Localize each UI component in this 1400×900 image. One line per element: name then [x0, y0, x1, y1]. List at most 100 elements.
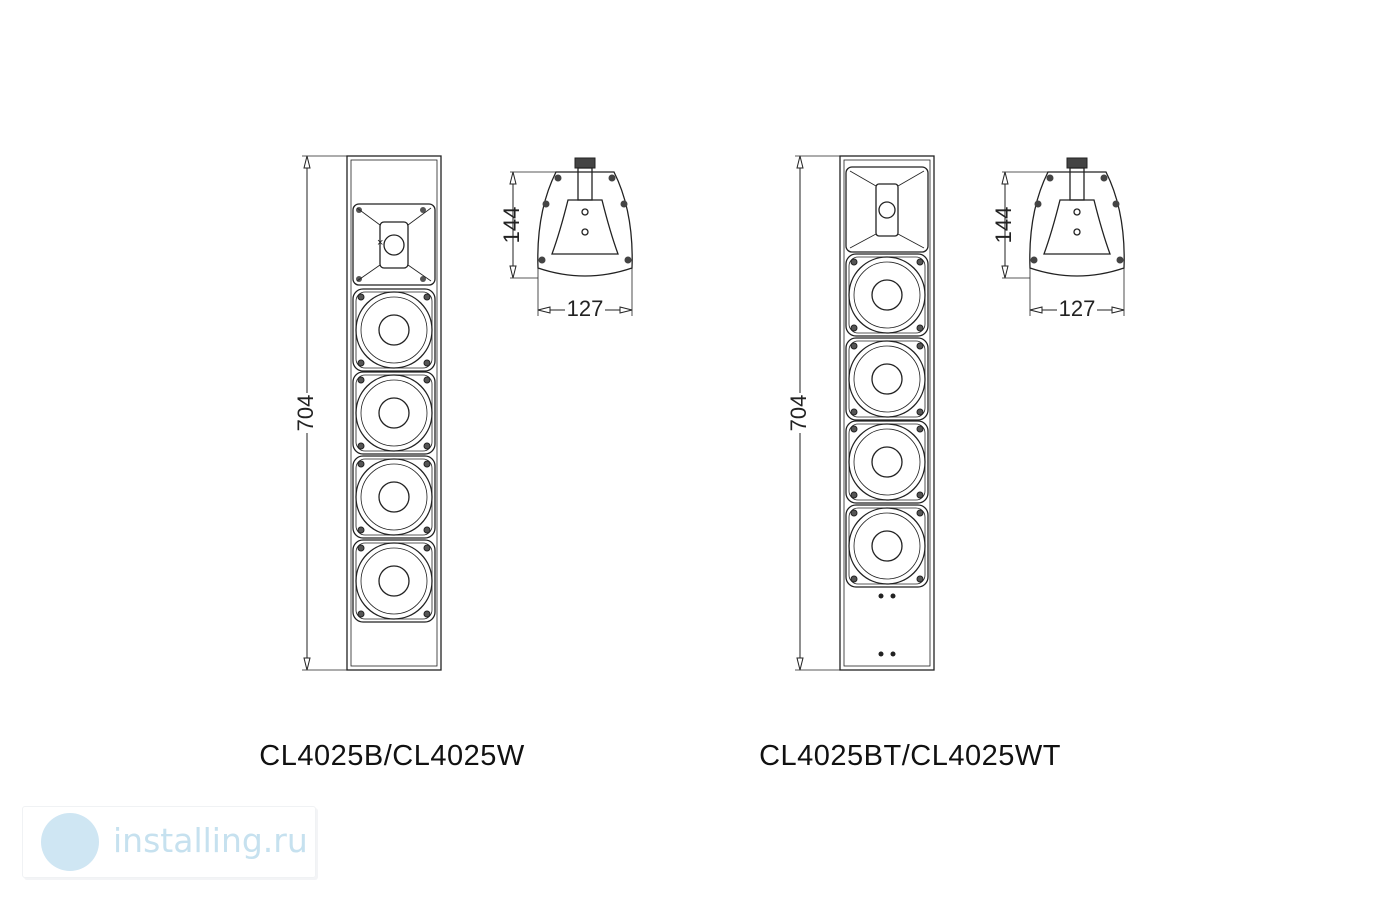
woofer	[845, 420, 929, 504]
screw-icon	[357, 359, 365, 367]
arrow-icon	[1111, 306, 1125, 314]
screw-icon	[357, 610, 365, 618]
arrow-icon	[1001, 171, 1009, 185]
screw-icon	[1034, 200, 1042, 208]
horn-line	[356, 264, 381, 282]
horn-line	[356, 207, 381, 226]
arrow-icon	[509, 171, 517, 185]
screw-icon	[916, 258, 924, 266]
screw-icon	[423, 544, 431, 552]
woofer-frame	[845, 337, 929, 421]
woofer-cone	[853, 345, 921, 413]
screw-icon	[916, 575, 924, 583]
cabinet-inner	[350, 159, 438, 667]
screw-icon	[916, 509, 924, 517]
screw-icon	[423, 526, 431, 534]
x-mark: ×	[377, 237, 383, 249]
side-width-label: 127	[1059, 296, 1096, 321]
screw-icon	[357, 376, 365, 384]
woofer-surround	[355, 458, 433, 536]
side-view: 144 127	[991, 157, 1125, 322]
screw-icon	[608, 174, 616, 182]
woofer-frame	[352, 455, 436, 539]
tweeter-dome	[878, 201, 896, 219]
woofer-frame	[352, 288, 436, 372]
woofer-surround	[848, 256, 926, 334]
label-bg	[565, 298, 605, 322]
height-label: 704	[293, 395, 318, 432]
mount-bracket	[1069, 167, 1085, 201]
screw-icon	[850, 509, 858, 517]
screw-icon	[423, 359, 431, 367]
screw-icon	[850, 575, 858, 583]
screw-icon	[624, 256, 632, 264]
screw-icon	[356, 276, 362, 282]
woofer-cone	[360, 379, 428, 447]
woofer-frame	[352, 371, 436, 455]
side-height-label: 144	[991, 207, 1016, 244]
screw-icon	[1100, 174, 1108, 182]
screw-icon	[850, 491, 858, 499]
arrow-icon	[619, 306, 633, 314]
woofer-cone	[360, 296, 428, 364]
arrow-icon	[796, 155, 804, 169]
arrow-icon	[1001, 265, 1009, 279]
screw-icon	[423, 442, 431, 450]
screw-icon	[538, 256, 546, 264]
woofer	[352, 288, 436, 372]
screw-icon	[620, 200, 628, 208]
screw-icon	[423, 376, 431, 384]
speaker-2: 704 144 127	[786, 155, 1125, 671]
model-label-right: CL4025BT/CL4025WT	[759, 740, 1061, 772]
screw-icon	[916, 491, 924, 499]
woofer-frame	[845, 253, 929, 337]
tweeter-throat	[379, 221, 409, 269]
mount-knob-icon	[574, 157, 596, 169]
screw-icon	[420, 276, 426, 282]
screw-icon	[420, 207, 426, 213]
screw-icon	[1116, 256, 1124, 264]
tweeter-frame	[845, 166, 929, 253]
woofer-frame	[845, 420, 929, 504]
screw-icon	[850, 258, 858, 266]
hole-icon	[1073, 208, 1081, 216]
arrow-icon	[509, 265, 517, 279]
screw-icon	[423, 610, 431, 618]
woofer	[845, 337, 929, 421]
hole-icon	[581, 228, 589, 236]
screw-icon	[542, 200, 550, 208]
side-outline	[1029, 171, 1125, 277]
label-bg	[1057, 298, 1097, 322]
woofer-surround	[848, 423, 926, 501]
screw-icon	[423, 460, 431, 468]
woofer-cone	[360, 547, 428, 615]
model-label-left: CL4025B/CL4025W	[259, 740, 525, 772]
woofer	[352, 539, 436, 623]
horn-line	[407, 264, 432, 282]
screw-icon	[357, 460, 365, 468]
hole-icon	[581, 208, 589, 216]
woofer	[352, 371, 436, 455]
screw-icon	[1046, 174, 1054, 182]
woofer-frame	[352, 539, 436, 623]
height-label: 704	[786, 395, 811, 432]
screw-icon	[423, 293, 431, 301]
woofer-surround	[355, 291, 433, 369]
side-height-label: 144	[499, 207, 524, 244]
woofer-dustcap	[378, 565, 410, 597]
screw-icon	[357, 293, 365, 301]
arrow-icon	[303, 155, 311, 169]
horn-line	[407, 207, 432, 226]
cabinet	[346, 155, 442, 671]
woofer-cone	[360, 463, 428, 531]
arrow-icon	[303, 657, 311, 671]
woofer-surround	[848, 340, 926, 418]
terminal-icon	[878, 593, 884, 599]
arrow-icon	[537, 306, 551, 314]
screw-icon	[1112, 200, 1120, 208]
woofer-dustcap	[871, 363, 903, 395]
horn-line	[849, 233, 877, 249]
mount-knob-icon	[1066, 157, 1088, 169]
